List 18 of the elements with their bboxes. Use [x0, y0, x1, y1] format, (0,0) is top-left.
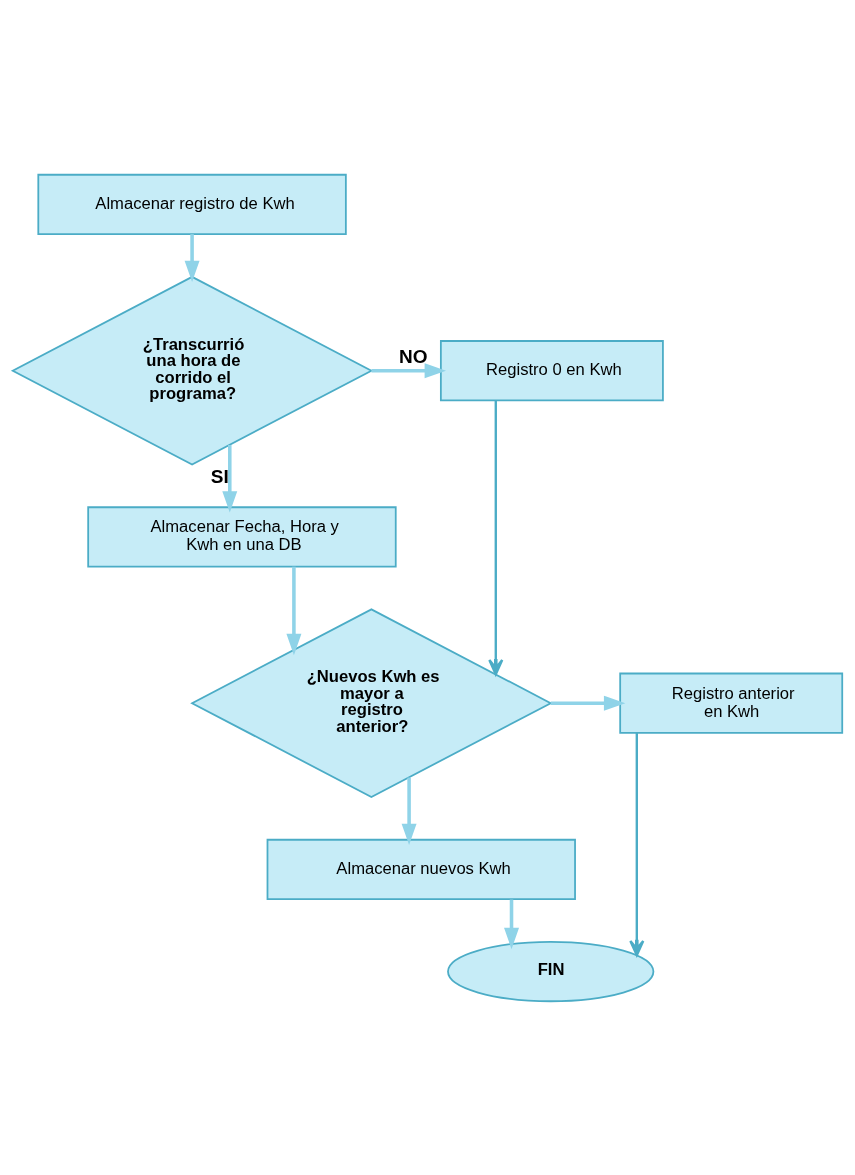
edge-label: NO [398, 345, 428, 367]
node-box: Registro 0 en Kwh [439, 339, 664, 401]
edge-label: SI [210, 465, 229, 487]
arrow [401, 777, 417, 845]
arrow [629, 732, 645, 956]
arrow [504, 899, 519, 949]
node-box: Almacenar registro de Kwh [37, 173, 347, 235]
node-box: Almacenar Fecha, Hora y Kwh en una DB [87, 505, 397, 567]
arrow [222, 444, 238, 513]
node-box: Almacenar nuevos Kwh [266, 838, 576, 900]
arrow [371, 362, 446, 378]
arrow [488, 400, 504, 676]
node-box: Registro anterior en Kwh [619, 672, 844, 734]
arrow [550, 695, 626, 711]
arrow [286, 566, 302, 655]
node-diamond: ¿Nuevos Kwh es mayor a registro anterior? [190, 607, 553, 798]
node-diamond: ¿Transcurrió una hora de corrido el programa? [10, 275, 374, 465]
arrow [184, 233, 200, 282]
